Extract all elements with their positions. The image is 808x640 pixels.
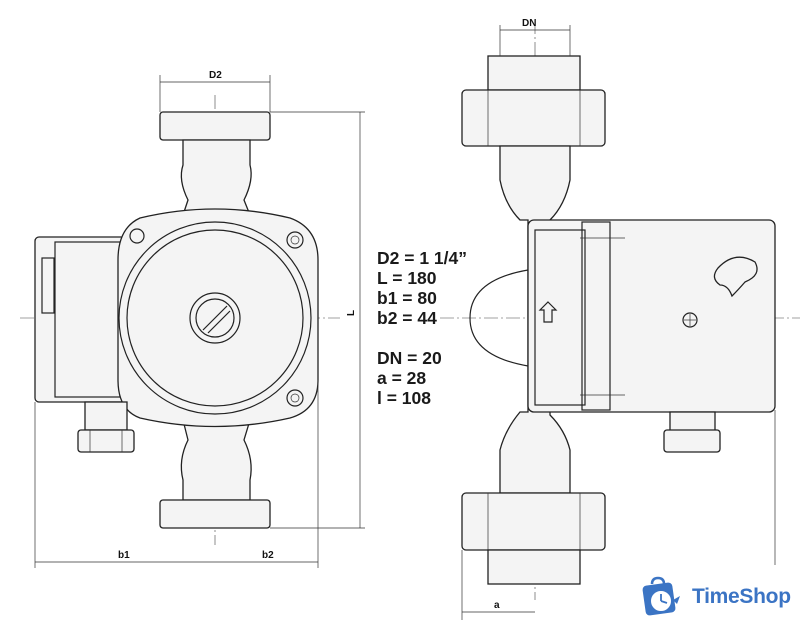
speed-knob [713, 256, 758, 298]
bottom-flange [159, 499, 271, 529]
dim-dn: DN [522, 18, 536, 29]
logo-text: TimeShop [692, 585, 791, 608]
front-view: D2 L b1 b2 [20, 70, 365, 568]
dim-l: L [346, 310, 357, 316]
flow-arrow-icon [538, 301, 558, 323]
bottom-neck [180, 419, 252, 501]
top-flange [159, 111, 271, 141]
spec-d2: D2 = 1 1/4” [377, 248, 467, 268]
screw-icon [682, 312, 698, 328]
dim-a: a [494, 600, 500, 611]
spec-l: L = 180 [377, 268, 437, 288]
spec-b2: b2 = 44 [377, 308, 437, 328]
timeshop-logo: TimeShop [640, 576, 791, 618]
spec-dn: DN = 20 [377, 348, 442, 368]
motor-housing [527, 219, 776, 413]
spec-b1: b1 = 80 [377, 288, 437, 308]
terminal-box [34, 236, 126, 403]
spec-a: a = 28 [377, 368, 427, 388]
spec-l-small: l = 108 [377, 388, 432, 408]
clock-bag-icon [642, 576, 680, 616]
side-view: DN a [440, 18, 800, 620]
bottom-union [487, 549, 581, 585]
dim-b2: b2 [262, 550, 274, 561]
pump-housing [117, 208, 319, 428]
top-neck [180, 139, 252, 216]
dim-b1: b1 [118, 550, 130, 561]
dim-d2: D2 [209, 70, 222, 81]
spec-list: D2 = 1 1/4” L = 180 b1 = 80 b2 = 44 DN =… [377, 248, 467, 408]
top-union [487, 55, 581, 91]
cable-gland [84, 401, 128, 431]
bottom-nut [461, 492, 606, 551]
top-nut [461, 89, 606, 147]
